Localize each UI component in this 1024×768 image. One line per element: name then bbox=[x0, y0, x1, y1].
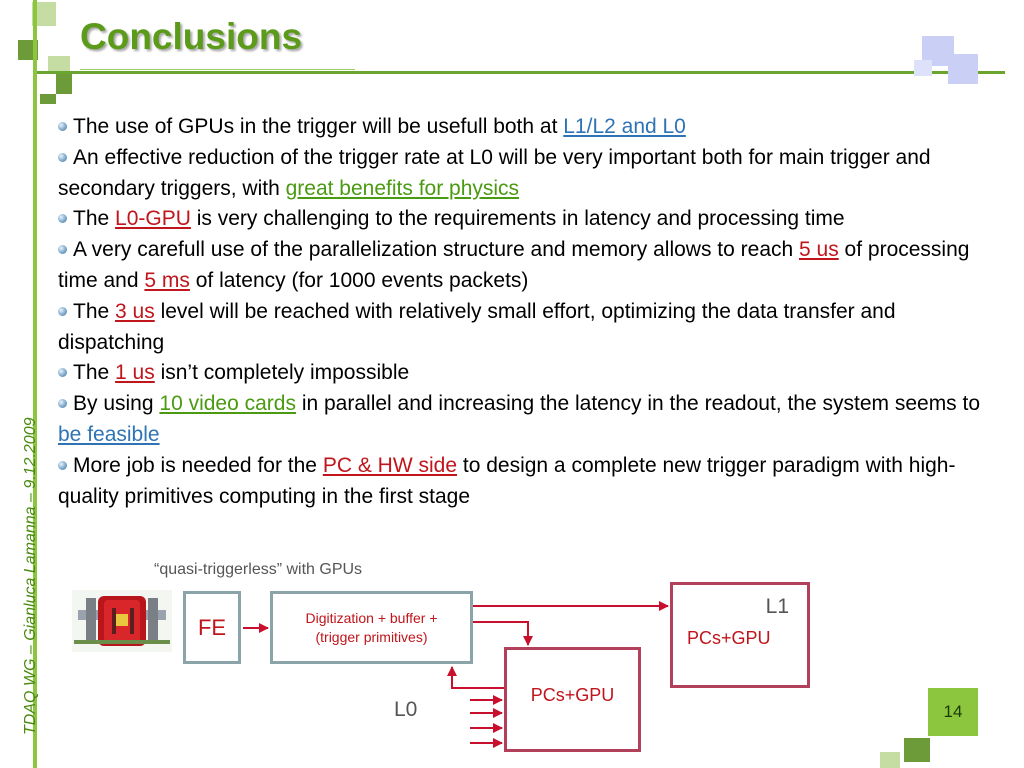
bullet-icon bbox=[58, 399, 67, 409]
bullet-item: The 1 us isn’t completely impossible bbox=[58, 358, 998, 389]
page-number: 14 bbox=[928, 688, 978, 736]
l0-label: L0 bbox=[394, 698, 418, 721]
fe-box: FE bbox=[183, 591, 241, 664]
highlighted-text: 3 us bbox=[115, 299, 155, 323]
vertical-rule bbox=[33, 0, 37, 768]
bullet-list: The use of GPUs in the trigger will be u… bbox=[58, 112, 998, 512]
l0-pcs-gpu-label: PCs+GPU bbox=[530, 685, 615, 705]
l1-label: L1 bbox=[765, 595, 789, 618]
highlighted-text: L0-GPU bbox=[115, 207, 191, 231]
bullet-text: of latency (for 1000 events packets) bbox=[189, 268, 529, 292]
bullet-text: isn’t completely impossible bbox=[154, 361, 410, 385]
bullet-text: of processing time and bbox=[58, 238, 970, 292]
bullet-icon bbox=[58, 306, 67, 316]
highlighted-text: 5 us bbox=[799, 238, 839, 262]
bullet-text: The use of GPUs in the trigger will be u… bbox=[73, 115, 564, 138]
bullet-item: The L0-GPU is very challenging to the re… bbox=[58, 204, 998, 235]
horizontal-rule bbox=[37, 71, 1005, 74]
highlighted-text: be feasible bbox=[58, 422, 160, 446]
diagram-caption: “quasi-triggerless” with GPUs bbox=[154, 561, 363, 578]
bullet-icon bbox=[58, 368, 67, 378]
arrow-l0-to-digitization bbox=[447, 666, 504, 689]
bullet-icon bbox=[58, 460, 67, 470]
highlighted-text: PC & HW side bbox=[322, 453, 458, 477]
bullet-text: The bbox=[73, 299, 116, 323]
l1-pcs-gpu-label: PCs+GPU bbox=[687, 628, 771, 648]
horizontal-rule-thin bbox=[80, 69, 355, 70]
bullet-item: A very carefull use of the parallelizati… bbox=[58, 235, 998, 297]
bullet-text: By using bbox=[73, 392, 160, 416]
highlighted-text: 10 video cards bbox=[159, 392, 296, 416]
bullet-icon bbox=[58, 245, 67, 255]
l0-pcs-gpu-box: PCs+GPU bbox=[504, 647, 641, 752]
highlighted-text: L1/L2 and L0 bbox=[563, 115, 686, 138]
bullet-item: More job is needed for the PC & HW side … bbox=[58, 451, 998, 513]
bullet-item: An effective reduction of the trigger ra… bbox=[58, 143, 998, 205]
decor-square bbox=[948, 54, 978, 84]
highlighted-text: 5 ms bbox=[144, 268, 190, 292]
highlighted-text: 1 us bbox=[115, 361, 155, 385]
decor-square bbox=[904, 738, 930, 762]
bullet-text: More job is needed for the bbox=[73, 453, 323, 477]
bullet-item: By using 10 video cards in parallel and … bbox=[58, 389, 998, 451]
decor-square bbox=[40, 94, 56, 104]
arrow-digitization-to-l0 bbox=[473, 621, 533, 646]
digitization-label-line1: Digitization + buffer + bbox=[305, 609, 438, 626]
digitization-box: Digitization + buffer + (trigger primiti… bbox=[270, 591, 473, 664]
digitization-label-line2: (trigger primitives) bbox=[315, 628, 428, 645]
decor-square bbox=[48, 56, 70, 72]
bullet-text: An effective reduction of the trigger ra… bbox=[58, 145, 931, 200]
bullet-text: The bbox=[73, 207, 116, 231]
slide-title: Conclusions bbox=[80, 16, 303, 57]
bullet-text: to design a complete new trigger paradig… bbox=[58, 453, 956, 508]
decor-square bbox=[914, 60, 932, 76]
highlighted-text: great benefits for physics bbox=[285, 176, 520, 200]
bullet-item: The use of GPUs in the trigger will be u… bbox=[58, 112, 998, 143]
detector-image bbox=[72, 590, 172, 652]
decor-square bbox=[880, 752, 900, 768]
bullet-icon bbox=[58, 152, 67, 162]
l1-box: L1 PCs+GPU bbox=[670, 582, 810, 688]
decor-square bbox=[56, 74, 72, 94]
bullet-text: is very challenging to the requirements … bbox=[190, 207, 845, 231]
fe-label: FE bbox=[197, 614, 227, 640]
bullet-text: A very carefull use of the parallelizati… bbox=[73, 238, 800, 262]
bullet-item: The 3 us level will be reached with rela… bbox=[58, 297, 998, 359]
bullet-text: in parallel and increasing the latency i… bbox=[295, 392, 981, 416]
bullet-icon bbox=[58, 122, 67, 131]
bullet-text: level will be reached with relatively sm… bbox=[58, 299, 896, 354]
bullet-icon bbox=[58, 214, 67, 224]
bullet-text: The bbox=[73, 361, 116, 385]
